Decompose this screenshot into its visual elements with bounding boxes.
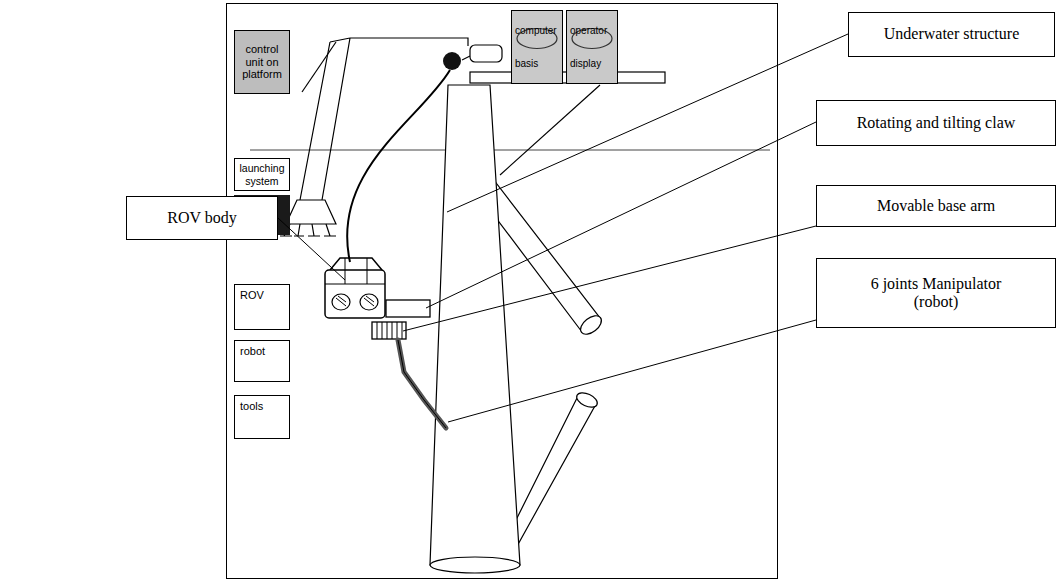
box-label: tools	[240, 400, 263, 413]
manipulator-outline	[398, 340, 446, 428]
claw	[386, 300, 430, 317]
rov-vehicle	[325, 258, 385, 318]
leader-lines	[278, 34, 848, 422]
box-label: control unit on platform	[238, 43, 286, 81]
box-label: 6 joints Manipulator (robot)	[861, 275, 1011, 312]
winch-drum	[443, 52, 461, 70]
callout-box: Movable base arm	[816, 185, 1056, 227]
box-label: ROV	[240, 289, 264, 302]
display-box: operator display	[566, 10, 618, 84]
component-box: ROV	[234, 284, 290, 330]
screen-oval	[512, 11, 562, 66]
screen-label: computer basis	[515, 14, 559, 80]
crane-cab	[470, 45, 502, 62]
box-label: launching system	[238, 162, 286, 186]
callout-box: 6 joints Manipulator (robot)	[816, 258, 1056, 328]
manipulator-arm	[398, 340, 446, 428]
callout-box: ROV body	[126, 196, 278, 240]
component-box: tools	[234, 395, 290, 439]
box-label: Underwater structure	[884, 25, 1020, 43]
component-box: robot	[234, 340, 290, 382]
screen-label: operator display	[570, 14, 614, 80]
waterline	[250, 150, 770, 151]
computer-box: computer basis	[511, 10, 563, 84]
umbilical-cable	[347, 70, 450, 262]
box-label: Movable base arm	[877, 197, 995, 215]
control-box: control unit on platform	[234, 30, 290, 94]
screen-oval	[567, 11, 617, 66]
frame	[227, 4, 778, 579]
jacket-structure	[430, 85, 605, 573]
base-arm	[372, 322, 406, 339]
box-label: Rotating and tilting claw	[857, 114, 1016, 132]
crane-link	[462, 56, 470, 60]
callout-box: Underwater structure	[848, 12, 1055, 57]
box-label: ROV body	[167, 209, 237, 227]
component-box: launching system	[234, 158, 290, 191]
launching-tower	[280, 38, 468, 236]
callout-box: Rotating and tilting claw	[816, 100, 1056, 146]
box-label: robot	[240, 345, 265, 358]
